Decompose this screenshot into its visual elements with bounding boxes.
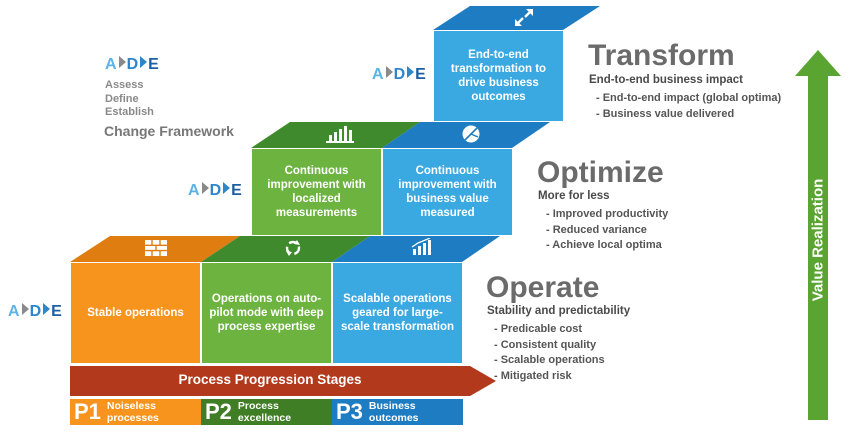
scalable-operations-box: Scalable operations geared for large-sca… xyxy=(332,262,463,364)
autopilot-operations-box: Operations on auto-pilot mode with deep … xyxy=(201,262,332,364)
list-item: - Achieve local optima xyxy=(546,239,662,251)
process-progression-arrow xyxy=(70,366,496,396)
stage-number: P1 xyxy=(74,399,101,424)
stage-number: P3 xyxy=(336,399,363,424)
pie-chart-icon xyxy=(462,125,480,143)
blue-top-top xyxy=(433,6,600,30)
step-assess: Assess xyxy=(105,79,144,91)
operate-subtitle: Stability and predictability xyxy=(487,305,631,317)
optimize-title: Optimize xyxy=(537,156,664,189)
transform-subtitle: End-to-end business impact xyxy=(589,74,743,86)
list-item: - Business value delivered xyxy=(596,107,735,120)
operate-list: - Predicable cost - Consistent quality -… xyxy=(494,322,605,384)
growth-chart-icon xyxy=(411,238,431,255)
chevron-icon xyxy=(223,182,231,194)
list-item: - End-to-end impact (global optima) xyxy=(596,92,782,104)
transform-list: - End-to-end impact (global optima) - Bu… xyxy=(596,91,781,122)
framework-steps: Assess Define Establish xyxy=(105,79,154,120)
list-item: - Consistent quality xyxy=(494,338,597,351)
bar-chart-icon xyxy=(326,126,354,143)
list-item: - Improved productivity xyxy=(546,208,669,220)
list-item: - Reduced variance xyxy=(546,223,647,236)
step-establish: Establish xyxy=(105,106,154,118)
value-realization-arrow xyxy=(795,50,841,420)
continuous-improvement-localized-box: Continuous improvement with localized me… xyxy=(251,148,382,236)
continuous-improvement-value-box: Continuous improvement with business val… xyxy=(382,148,513,236)
transform-title: Transform xyxy=(588,39,735,72)
stable-operations-box: Stable operations xyxy=(70,262,201,364)
chevron-icon xyxy=(43,303,51,315)
chevron-icon xyxy=(118,56,126,68)
value-realization-label: Value Realization xyxy=(809,178,827,302)
chevron-icon xyxy=(407,66,415,78)
operate-title: Operate xyxy=(486,271,600,304)
chevron-icon xyxy=(201,182,209,194)
list-item: - Scalable operations xyxy=(494,354,605,366)
end-to-end-transformation-box: End-to-end transformation to drive busin… xyxy=(433,30,564,122)
list-item: - Mitigated risk xyxy=(494,369,572,382)
cycle-icon xyxy=(285,240,301,256)
chevron-icon xyxy=(385,66,393,78)
list-item: - Predicable cost xyxy=(494,323,583,335)
process-progression-label: Process Progression Stages xyxy=(178,372,362,387)
optimize-list: - Improved productivity - Reduced varian… xyxy=(546,207,668,254)
optimize-subtitle: More for less xyxy=(538,190,610,202)
brick-wall-icon xyxy=(145,240,167,256)
green-box-top xyxy=(201,236,370,262)
expand-arrows-icon xyxy=(515,9,533,26)
chevron-icon xyxy=(140,56,148,68)
chevron-icon xyxy=(21,303,29,315)
change-framework-title: Change Framework xyxy=(104,123,234,139)
stage-number: P2 xyxy=(205,399,232,424)
step-define: Define xyxy=(105,92,139,105)
